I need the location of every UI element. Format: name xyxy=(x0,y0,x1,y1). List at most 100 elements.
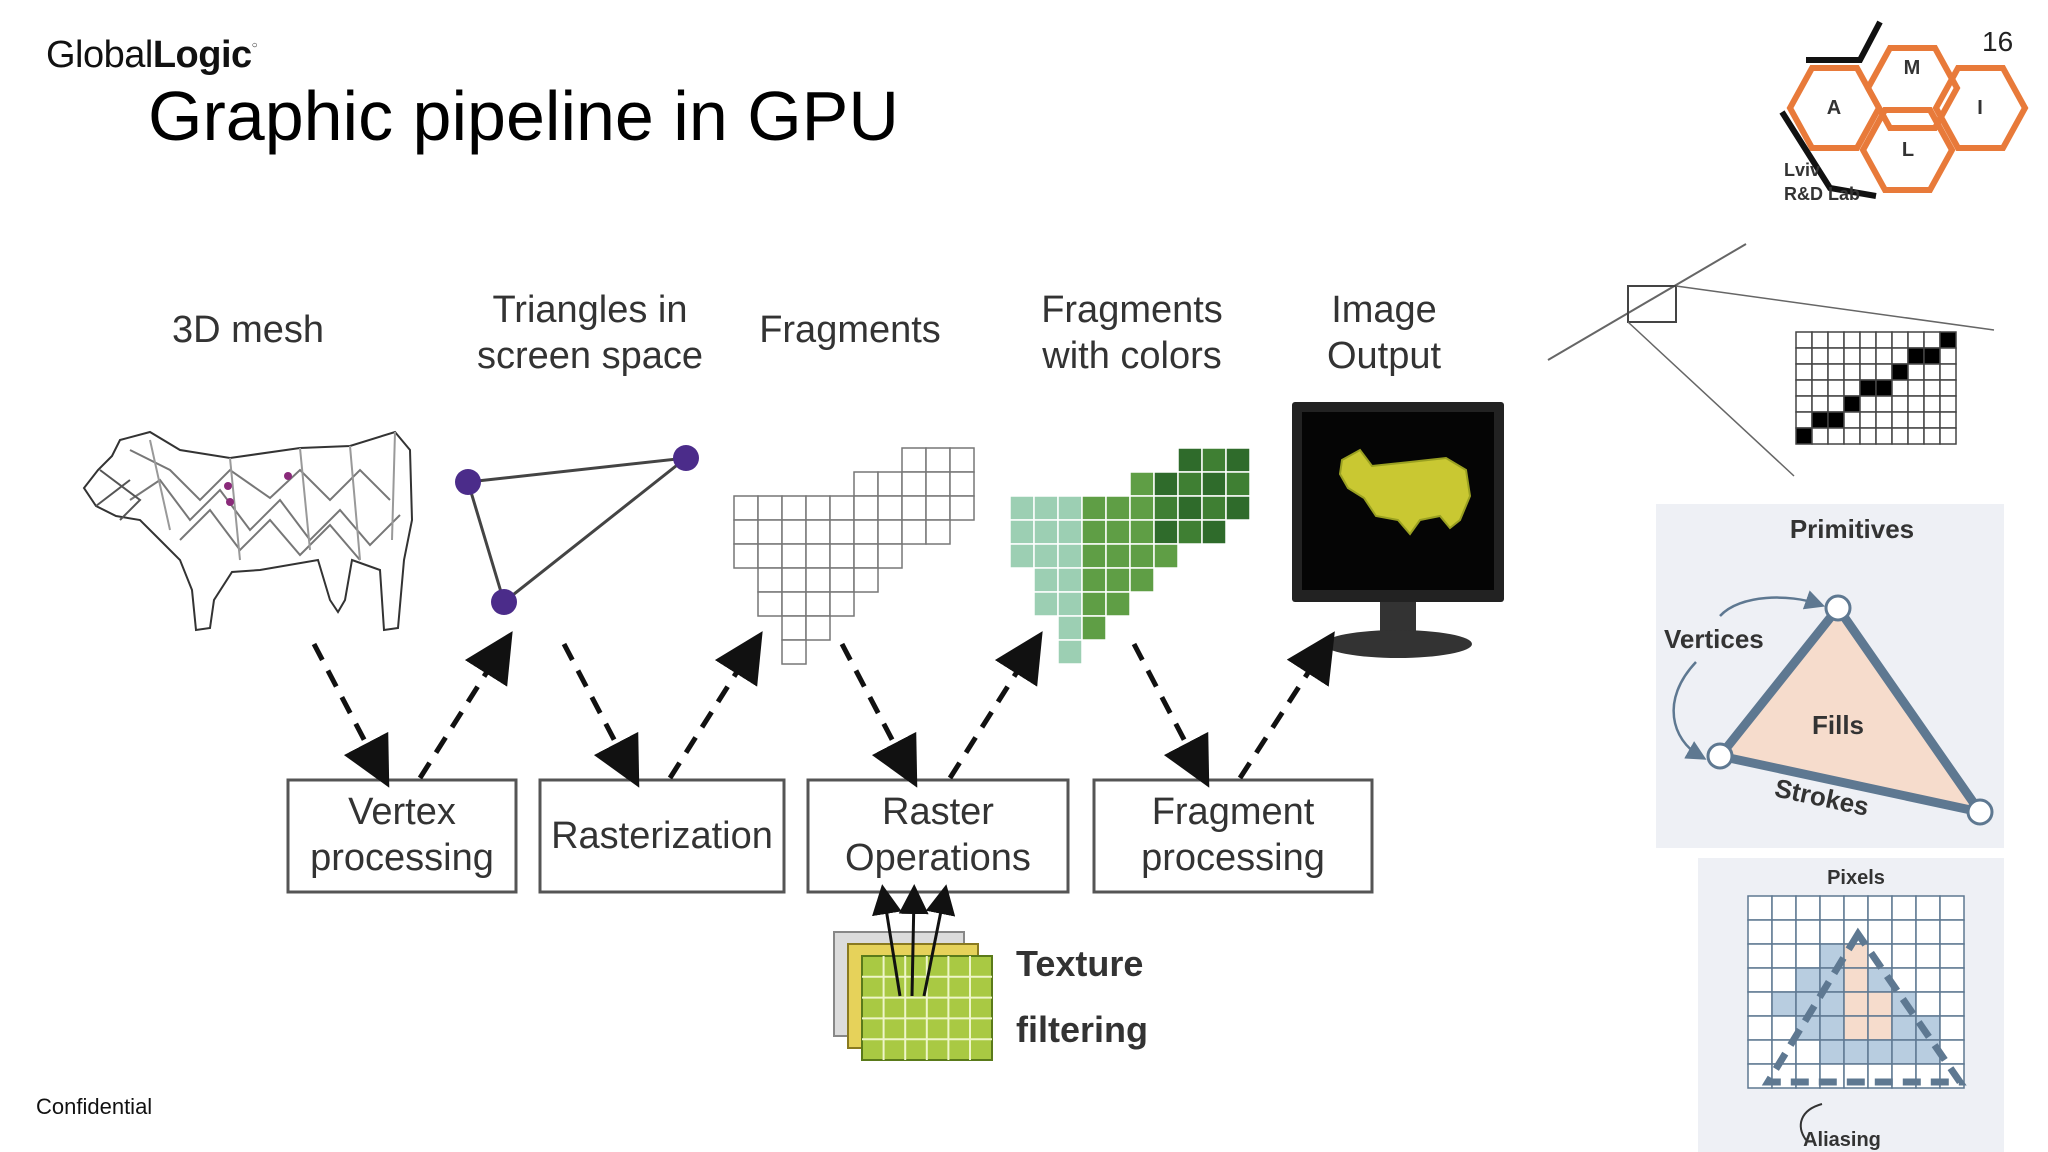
lab-logo: M A I L Lviv R&D Lab xyxy=(1779,20,2029,204)
monitor-image xyxy=(1292,402,1504,658)
logo-black-bar-bottom xyxy=(1779,110,1877,199)
pixel-cell xyxy=(1939,919,1965,945)
pixel-cell xyxy=(1891,1039,1917,1065)
pixel-cell xyxy=(1915,895,1941,921)
fragment-cell xyxy=(853,495,879,521)
zoom-pixel-cell xyxy=(1907,379,1925,397)
zoom-pixel-cell xyxy=(1923,363,1941,381)
logo-light-text: Global xyxy=(46,34,153,76)
fragment-cell xyxy=(901,495,927,521)
zoom-pixel-cell xyxy=(1843,411,1861,429)
stage-label-image-2: Output xyxy=(1327,335,1442,377)
fragment-cell xyxy=(853,567,879,593)
fragment-cell xyxy=(781,495,807,521)
zoom-pixel-cell xyxy=(1859,427,1877,445)
pixel-cell xyxy=(1915,943,1941,969)
pixel-cell xyxy=(1891,895,1917,921)
fragment-cell xyxy=(781,519,807,545)
zoom-pixel-cell xyxy=(1923,331,1941,349)
zoom-pixel-cell xyxy=(1939,411,1957,429)
pixel-cell xyxy=(1915,967,1941,993)
fragment-cell xyxy=(829,495,855,521)
pixel-cell xyxy=(1771,943,1797,969)
fragment-cell xyxy=(925,447,951,473)
globallogic-logo: GlobalLogic○ xyxy=(46,34,258,76)
zoom-pixel-cell xyxy=(1891,379,1909,397)
colored-fragment-cell xyxy=(1009,543,1035,569)
cow-wireframe-image xyxy=(82,430,414,632)
pixel-cell xyxy=(1939,991,1965,1017)
colored-fragment-cell xyxy=(1009,519,1035,545)
pixel-cell xyxy=(1771,895,1797,921)
colored-fragment-cell xyxy=(1105,591,1131,617)
zoom-pixel-cell xyxy=(1859,411,1877,429)
pixel-cell xyxy=(1843,1039,1869,1065)
zoom-pixel-cell xyxy=(1923,379,1941,397)
fragment-cell xyxy=(781,615,807,641)
stage-label-fragments: Fragments xyxy=(759,309,941,351)
fragment-cell xyxy=(805,519,831,545)
pixel-cell xyxy=(1795,895,1821,921)
pixel-cell xyxy=(1747,943,1773,969)
aliasing-label: Aliasing xyxy=(1803,1129,1881,1151)
zoom-pixel-cell xyxy=(1843,347,1861,365)
colored-fragment-cell xyxy=(1129,495,1155,521)
colored-fragment-cell xyxy=(1057,567,1083,593)
fragment-cell xyxy=(733,543,759,569)
zoom-pixel-cell xyxy=(1875,411,1893,429)
zoom-aliasing-diagram xyxy=(1547,243,1995,477)
zoom-pixel-cell xyxy=(1827,363,1845,381)
zoom-pixel-cell xyxy=(1939,363,1957,381)
colored-fragment-cell xyxy=(1081,591,1107,617)
zoom-pixel-cell xyxy=(1939,331,1957,349)
fragment-cell xyxy=(877,543,903,569)
colored-fragment-cell xyxy=(1081,519,1107,545)
fragment-cell xyxy=(925,471,951,497)
vertex-dot xyxy=(673,445,699,471)
zoom-pixel-cell xyxy=(1795,395,1813,413)
pixels-title: Pixels xyxy=(1827,867,1885,889)
fragment-cell xyxy=(733,495,759,521)
zoom-pixel-cell xyxy=(1891,395,1909,413)
fragment-cell xyxy=(901,447,927,473)
zoom-pixel-cell xyxy=(1859,395,1877,413)
zoom-pixel-cell xyxy=(1843,379,1861,397)
zoom-pixel-cell xyxy=(1843,363,1861,381)
colored-fragment-cell xyxy=(1033,591,1059,617)
stage-label-triangles-1: Triangles in xyxy=(492,289,687,331)
zoom-pixel-cell xyxy=(1907,411,1925,429)
texture-label-2: filtering xyxy=(1016,1009,1148,1050)
pixel-cell xyxy=(1939,943,1965,969)
fragment-cell xyxy=(805,591,831,617)
pixel-cell xyxy=(1795,919,1821,945)
pixel-cell xyxy=(1795,1039,1821,1065)
logo-letter-i: I xyxy=(1977,97,1983,119)
zoom-pixel-cell xyxy=(1795,427,1813,445)
zoom-pixel-cell xyxy=(1875,395,1893,413)
fragment-cell xyxy=(829,543,855,569)
fragment-cell xyxy=(781,639,807,665)
zoom-pixel-cell xyxy=(1907,363,1925,381)
fragment-cell xyxy=(733,519,759,545)
process-box-fragment: Fragment processing xyxy=(1092,778,1374,894)
fragment-cell xyxy=(901,471,927,497)
stage-label-3d-mesh: 3D mesh xyxy=(172,309,324,351)
fills-label: Fills xyxy=(1812,710,1864,740)
zoom-pixel-cell xyxy=(1811,347,1829,365)
fragment-cell xyxy=(853,543,879,569)
colored-fragment-cell xyxy=(1153,519,1179,545)
process-box-vertex: Vertex processing xyxy=(286,778,518,894)
hex-a xyxy=(1786,65,1883,151)
pixels-diagram: Pixels Aliasing xyxy=(1747,867,1967,1151)
fragment-cell xyxy=(757,495,783,521)
fragment-cell xyxy=(781,591,807,617)
zoom-pixel-cell xyxy=(1795,363,1813,381)
zoom-pixel-cell xyxy=(1859,363,1877,381)
fragment-cell xyxy=(853,471,879,497)
logo-black-bar-top xyxy=(1806,20,1883,63)
pixel-cell xyxy=(1747,1039,1773,1065)
pixel-cell xyxy=(1843,895,1869,921)
fragment-cell xyxy=(853,519,879,545)
colored-fragment-cell xyxy=(1009,495,1035,521)
